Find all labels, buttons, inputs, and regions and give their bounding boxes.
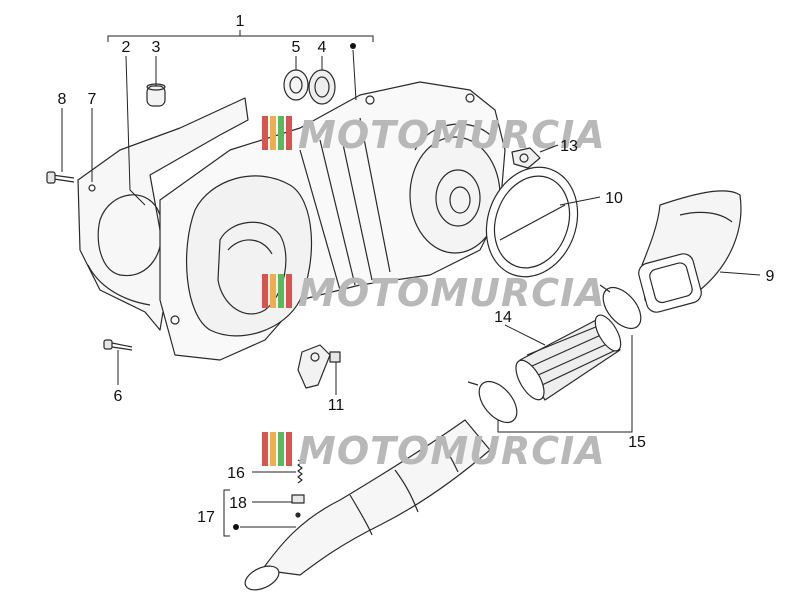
callout-18: 18 [229,495,247,512]
callout-7: 7 [88,91,97,108]
callout-16: 16 [227,465,245,482]
callout-13-leader [539,144,559,153]
watermark-text: MOTOMURCIA [298,429,606,473]
watermark-stripe-1 [262,432,268,466]
watermark-3: MOTOMURCIA [262,429,606,473]
spring-and-clip-drawing [291,459,305,518]
watermark-stripe-4 [286,432,292,466]
watermark-stripe-1 [262,274,268,308]
watermark-stripe-3 [278,116,284,150]
callout-13: 13 [560,138,578,155]
watermark-stripe-2 [270,432,276,466]
watermark-1: MOTOMURCIA [262,113,606,157]
air-intake-elbow-drawing [638,190,742,313]
part-drawings [46,69,742,591]
watermark-text: MOTOMURCIA [298,113,606,157]
watermark-stripe-2 [270,274,276,308]
watermark-stripe-4 [286,274,292,308]
watermark-stripe-1 [262,116,268,150]
reference-dot-top [350,43,356,49]
callout-15: 15 [628,434,646,451]
watermark-stripe-3 [278,432,284,466]
gasket-plate-drawing [77,97,249,331]
small-clip-drawing [511,147,541,169]
callout-1: 1 [236,13,245,30]
callout-4: 4 [318,39,327,56]
callout-10-leader [559,196,601,206]
screw-6-drawing [103,339,133,351]
callout-15-leader-a [625,335,633,433]
callout-10: 10 [605,190,623,207]
watermark-stripe-3 [278,274,284,308]
callout-3: 3 [152,39,161,56]
watermark-2: MOTOMURCIA [262,271,606,315]
callout-1-bracket [107,35,374,42]
callout-dot-leader [352,49,357,101]
callout-labels: 1 2 3 4 5 6 7 8 9 10 11 13 14 15 16 17 1… [58,13,775,526]
hose-clamps-drawing [467,284,642,424]
callout-14-leader [504,324,546,346]
callout-15-leader-b [497,420,632,433]
callout-14: 14 [494,309,512,326]
reference-dot-17 [233,524,239,530]
callout-8: 8 [58,91,67,108]
lower-intake-duct-drawing [244,419,491,591]
callout-2: 2 [122,39,131,56]
watermark-stripe-4 [286,116,292,150]
round-cover-plate-drawing [485,166,579,278]
callout-11: 11 [328,397,345,414]
callout-17: 17 [197,509,215,526]
callout-9: 9 [766,268,775,285]
screw-8-drawing [46,171,75,184]
callout-5: 5 [292,39,301,56]
bearing-drawing [308,69,336,105]
callout-2-leader [125,55,146,206]
bellows-hose-drawing [515,314,622,401]
watermark-text: MOTOMURCIA [298,271,606,315]
plug-drawing [146,83,166,107]
callout-9-leader [719,271,761,276]
seal-ring-drawing [283,69,309,101]
watermark-stripe-2 [270,116,276,150]
leader-lines [61,30,761,537]
callout-17-bracket [223,489,230,537]
bracket-drawing [297,344,341,389]
callout-6: 6 [114,388,123,405]
